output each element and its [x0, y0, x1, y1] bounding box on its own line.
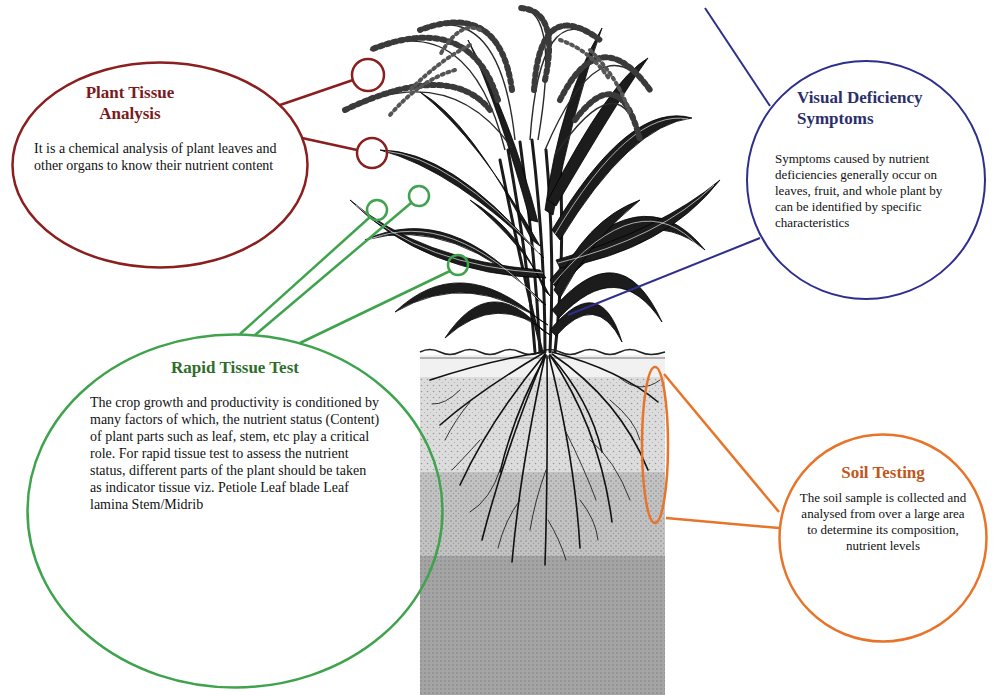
node-heading: Soil Testing: [777, 462, 989, 483]
node-body: The soil sample is collected and analyse…: [798, 490, 968, 554]
method-circle: Visual Deficiency SymptomsSymptoms cause…: [745, 59, 987, 301]
node-heading: Rapid Tissue Test: [25, 357, 445, 378]
method-circle: Rapid Tissue TestThe crop growth and pro…: [25, 332, 445, 690]
circle-outline-shape: [28, 335, 443, 688]
method-circle: Soil TestingThe soil sample is collected…: [777, 432, 989, 644]
node-body: Symptoms caused by nutrient deficiencies…: [775, 151, 960, 231]
node-heading: Plant Tissue Analysis: [65, 82, 195, 124]
method-circle: Plant Tissue Analysis It is a chemical an…: [10, 60, 310, 270]
circle-outline-shape: [13, 63, 308, 268]
node-body: It is a chemical analysis of plant leave…: [34, 140, 284, 174]
circle-outline-shape: [747, 61, 985, 299]
node-body: The crop growth and productivity is cond…: [90, 394, 380, 513]
node-heading: Visual Deficiency Symptoms: [797, 87, 947, 129]
circle-outline: [25, 332, 445, 690]
